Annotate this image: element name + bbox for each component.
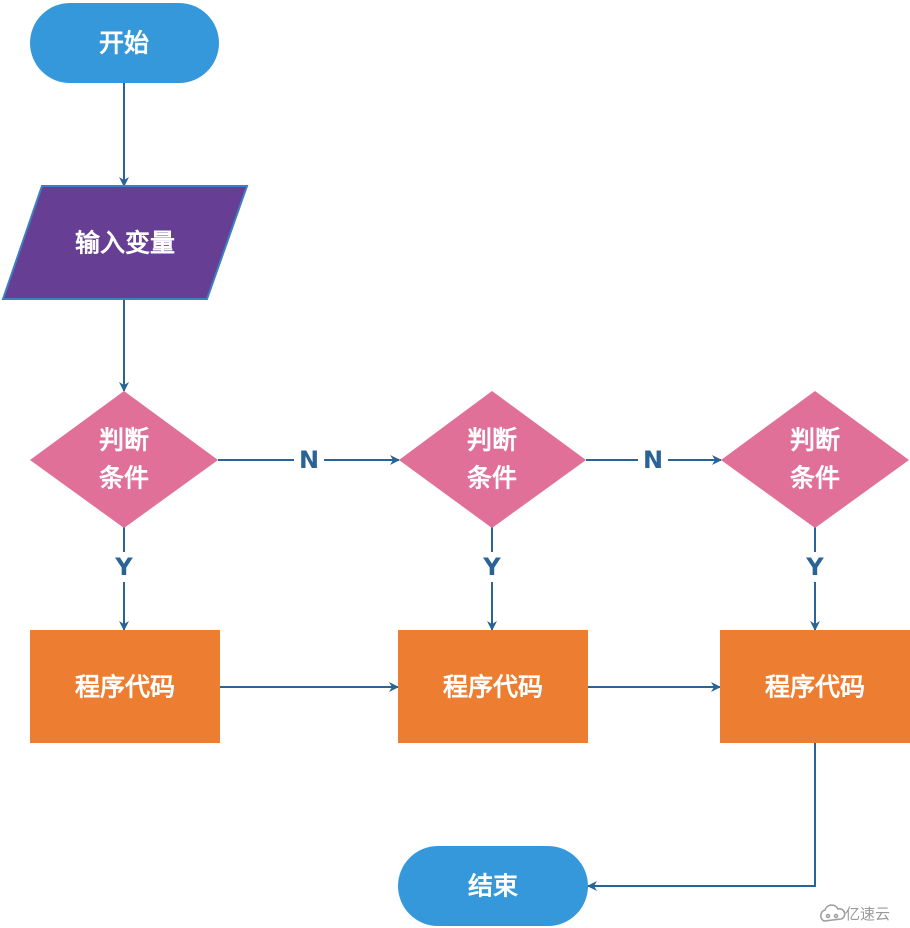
decision-2-diamond-shape bbox=[399, 391, 586, 528]
process-1-label: 程序代码 bbox=[75, 673, 175, 702]
process-2-label: 程序代码 bbox=[443, 673, 543, 702]
end-label: 结束 bbox=[468, 872, 519, 901]
cloud-logo-icon bbox=[820, 904, 846, 922]
process-3-label: 程序代码 bbox=[765, 673, 865, 702]
process-node-1: 程序代码 bbox=[30, 630, 220, 743]
process-node-2: 程序代码 bbox=[398, 630, 588, 743]
decision-node-3: 判断 条件 bbox=[721, 391, 909, 528]
process-3-rect-shape bbox=[720, 630, 910, 743]
start-node: 开始 bbox=[30, 3, 219, 83]
decision-2-label-line1: 判断 bbox=[467, 426, 517, 455]
decision-node-2: 判断 条件 bbox=[399, 391, 586, 528]
input-parallelogram-shape bbox=[1, 185, 249, 300]
edge-process-3-to-end bbox=[587, 743, 816, 891]
decision-1-label-line2: 条件 bbox=[99, 464, 149, 493]
input-node: 输入变量 bbox=[1, 185, 249, 300]
decision-3-diamond-shape bbox=[721, 391, 909, 528]
start-terminator-shape bbox=[30, 3, 219, 83]
decision-1-label-line1: 判断 bbox=[99, 426, 149, 455]
process-node-3: 程序代码 bbox=[720, 630, 910, 743]
edge-labels: Y Y Y N N bbox=[110, 445, 829, 582]
process-2-rect-shape bbox=[398, 630, 588, 743]
edge-label-yes-2: Y bbox=[482, 553, 501, 581]
start-label: 开始 bbox=[99, 29, 149, 58]
edge-label-no-2: N bbox=[643, 446, 663, 474]
edge-label-yes-3: Y bbox=[805, 553, 824, 581]
end-node: 结束 bbox=[398, 846, 588, 926]
decision-node-1: 判断 条件 bbox=[30, 391, 218, 528]
end-terminator-shape bbox=[398, 846, 588, 926]
decision-3-label-line1: 判断 bbox=[790, 426, 840, 455]
decision-1-diamond-shape bbox=[30, 391, 218, 528]
input-label: 输入变量 bbox=[75, 229, 175, 258]
decision-2-label-line2: 条件 bbox=[467, 464, 517, 493]
edge-label-yes-1: Y bbox=[114, 553, 133, 581]
watermark-text: 亿速云 bbox=[845, 905, 890, 923]
watermark: 亿速云 bbox=[820, 904, 890, 923]
edge-label-no-1: N bbox=[299, 446, 319, 474]
decision-3-label-line2: 条件 bbox=[790, 464, 840, 493]
process-1-rect-shape bbox=[30, 630, 220, 743]
